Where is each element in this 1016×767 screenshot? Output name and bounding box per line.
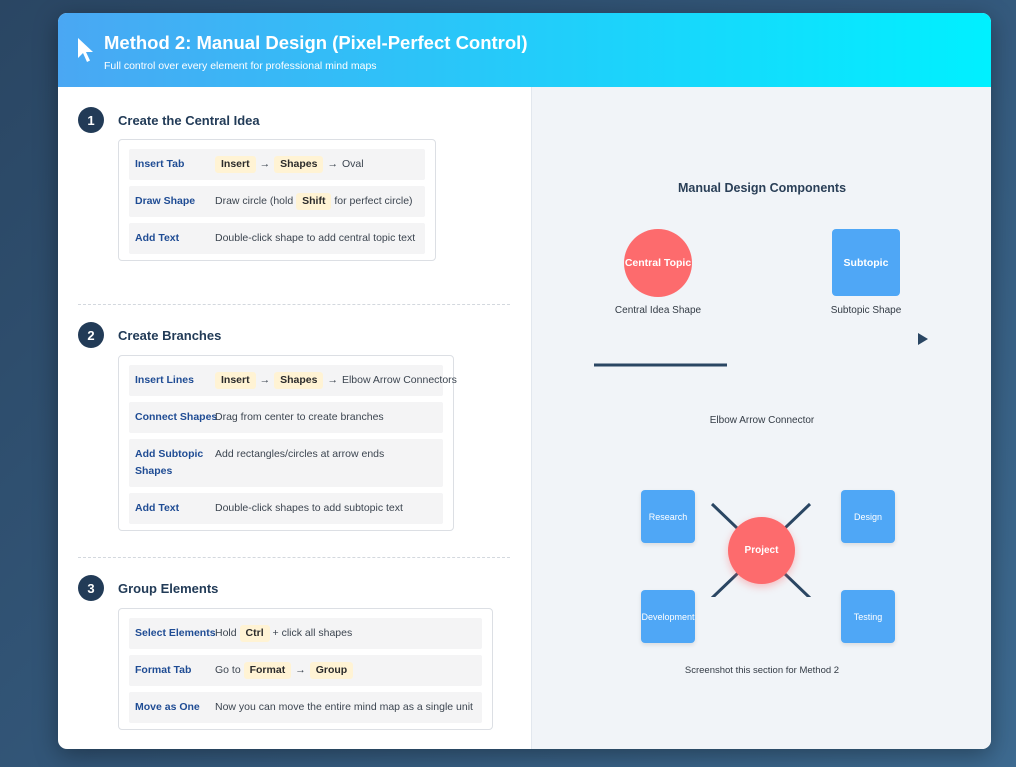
instruction-row: Select Elements Hold Ctrl + click all sh… [129, 618, 482, 649]
key-chip: Ctrl [239, 625, 270, 642]
section-divider [78, 557, 510, 558]
row-label: Format Tab [135, 664, 192, 676]
step-title: Group Elements [118, 580, 219, 596]
instruction-row: Insert Tab Insert→Shapes→Oval [129, 149, 425, 180]
row-post: + click all shapes [272, 627, 353, 639]
page-subtitle: Full control over every element for prof… [104, 60, 377, 72]
row-tail: Elbow Arrow Connectors [341, 374, 457, 386]
row-pre: Hold [215, 627, 237, 639]
row-pre: Draw circle (hold [215, 195, 294, 207]
central-shape-caption: Central Idea Shape [614, 305, 702, 316]
step-1-box: Insert Tab Insert→Shapes→Oval Draw Shape… [118, 139, 436, 261]
instruction-row: Add Text Double-click shape to add centr… [129, 223, 425, 254]
arrow-glyph: → [327, 374, 338, 386]
row-label: Add Subtopic Shapes [135, 448, 204, 477]
row-pre: Go to [215, 664, 241, 676]
subtopic-shape-caption: Subtopic Shape [830, 305, 902, 316]
subtopic-shape: Subtopic [832, 229, 900, 296]
arrow-glyph: → [259, 158, 271, 170]
mindmap-node-testing: Testing [841, 590, 895, 643]
instruction-row: Add Subtopic Shapes Add rectangles/circl… [129, 439, 443, 487]
step-2-box: Insert Lines Insert→Shapes→Elbow Arrow C… [118, 355, 457, 531]
row-text: Drag from center to create branches [215, 411, 384, 423]
row-text: Now you can move the entire mind map as … [215, 701, 473, 713]
cursor-arrow-icon [78, 38, 93, 62]
instruction-row: Connect Shapes Drag from center to creat… [129, 402, 443, 433]
instruction-row: Move as One Now you can move the entire … [129, 692, 482, 723]
arrow-glyph: → [259, 374, 271, 386]
instruction-row: Draw Shape Draw circle (hold Shift for p… [129, 186, 425, 217]
instruction-row: Insert Lines Insert→Shapes→Elbow Arrow C… [129, 365, 457, 396]
key-chip: Insert [215, 156, 256, 173]
central-topic-shape: Central Topic [624, 229, 692, 297]
elbow-connector-graphic [594, 333, 928, 367]
row-text: Insert→Shapes→Elbow Arrow Connectors [215, 372, 457, 389]
connector-arrowhead-icon [918, 333, 928, 345]
step-number-badge: 2 [78, 322, 104, 348]
components-title: Manual Design Components [677, 181, 847, 195]
key-chip: Shapes [274, 156, 324, 173]
row-label: Add Text [135, 502, 180, 514]
mindmap-caption: Screenshot this section for Method 2 [684, 665, 840, 676]
row-text: Hold Ctrl + click all shapes [215, 625, 352, 642]
step-number-badge: 3 [78, 575, 104, 601]
step-title: Create Branches [118, 327, 222, 343]
row-post: for perfect circle) [334, 195, 413, 207]
mindmap-node-research: Research [641, 490, 695, 543]
step-3-header: 3 Group Elements [78, 575, 218, 601]
row-label: Insert Lines [135, 374, 194, 386]
row-label: Add Text [135, 232, 180, 244]
step-1-header: 1 Create the Central Idea [78, 107, 260, 133]
row-label: Insert Tab [135, 158, 185, 170]
arrow-glyph: → [295, 664, 306, 676]
mindmap-center-project: Project [728, 517, 795, 584]
row-label: Move as One [135, 701, 200, 713]
row-text: Draw circle (hold Shift for perfect circ… [215, 193, 413, 210]
header-banner: Method 2: Manual Design (Pixel-Perfect C… [58, 13, 991, 87]
row-text: Double-click shape to add central topic … [215, 232, 416, 244]
row-label: Draw Shape [135, 195, 196, 207]
row-text: Insert→Shapes→Oval [215, 156, 364, 173]
key-chip: Insert [215, 372, 256, 389]
row-text: Go to Format→Group [215, 662, 354, 679]
section-divider [78, 304, 510, 305]
page-title: Method 2: Manual Design (Pixel-Perfect C… [104, 32, 528, 53]
step-2-header: 2 Create Branches [78, 322, 221, 348]
row-label: Select Elements [135, 627, 216, 639]
connector-caption: Elbow Arrow Connector [709, 415, 815, 426]
mindmap-node-design: Design [841, 490, 895, 543]
row-text: Add rectangles/circles at arrow ends [215, 448, 385, 460]
instruction-row: Add Text Double-click shapes to add subt… [129, 493, 443, 524]
mindmap-node-development: Development [641, 590, 695, 643]
step-number-badge: 1 [78, 107, 104, 133]
step-title: Create the Central Idea [118, 112, 260, 128]
instruction-row: Format Tab Go to Format→Group [129, 655, 482, 686]
key-chip: Shift [296, 193, 332, 210]
steps-panel: 1 Create the Central Idea Insert Tab Ins… [58, 87, 531, 749]
arrow-glyph: → [327, 158, 338, 170]
row-tail: Oval [341, 158, 364, 170]
row-label: Connect Shapes [135, 411, 218, 423]
row-text: Double-click shapes to add subtopic text [215, 502, 403, 514]
key-chip: Group [309, 662, 354, 679]
key-chip: Format [243, 662, 292, 679]
step-3-box: Select Elements Hold Ctrl + click all sh… [118, 608, 493, 730]
components-panel: Manual Design Components Central Topic C… [531, 87, 991, 749]
method-card: Method 2: Manual Design (Pixel-Perfect C… [58, 13, 991, 749]
key-chip: Shapes [274, 372, 324, 389]
